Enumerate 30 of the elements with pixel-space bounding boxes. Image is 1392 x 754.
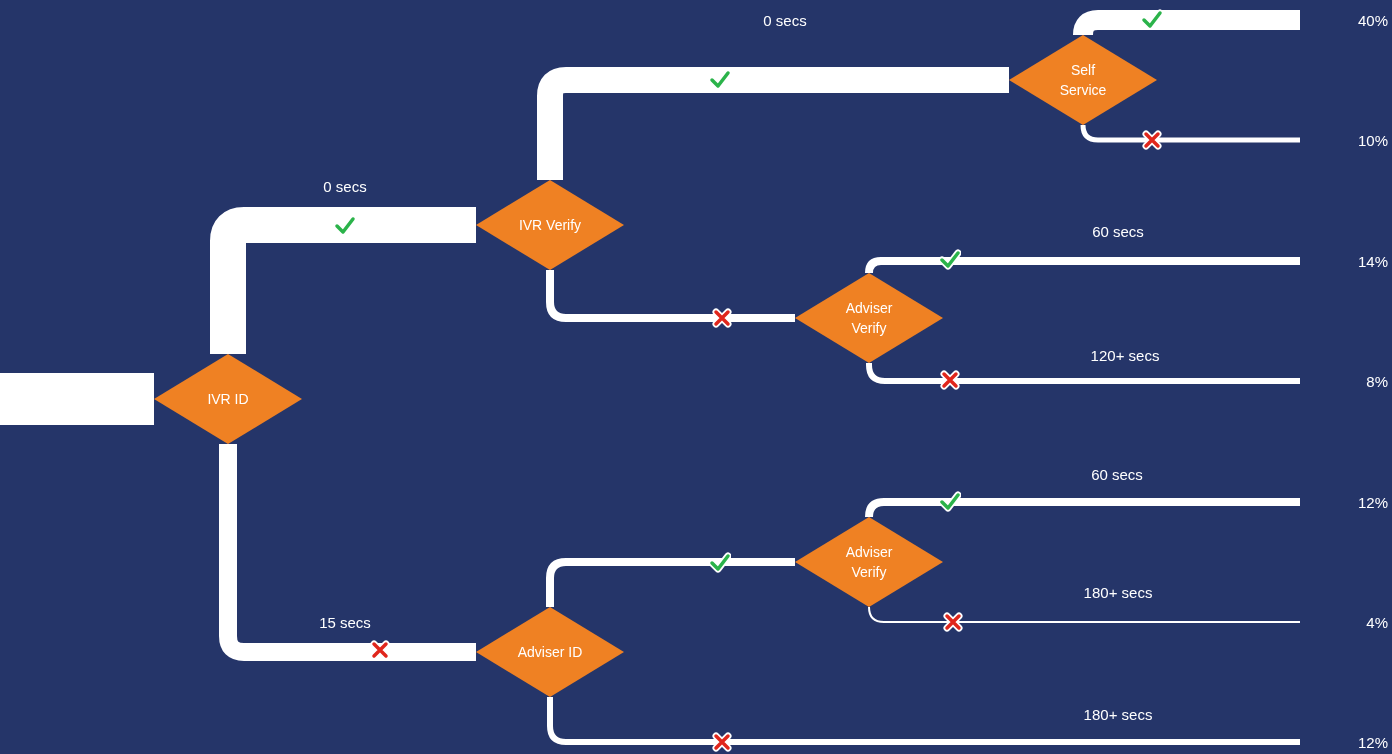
percentage-label: 14% bbox=[1357, 252, 1388, 270]
node-label: IVR Verify bbox=[517, 215, 583, 235]
edge-label: 180+ secs bbox=[1083, 583, 1153, 601]
connector-line bbox=[546, 558, 795, 607]
connector-line bbox=[0, 373, 154, 425]
node-label: Adviser Verify bbox=[844, 542, 894, 582]
edge-label: 0 secs bbox=[763, 11, 807, 29]
percentage-label: 12% bbox=[1357, 733, 1388, 751]
connector-line bbox=[866, 362, 1300, 384]
connector-line bbox=[546, 270, 795, 322]
edge-label: 15 secs bbox=[319, 613, 371, 631]
connector-line bbox=[537, 67, 1009, 180]
edge-label: 60 secs bbox=[1092, 222, 1144, 240]
connector-line bbox=[1080, 122, 1300, 143]
node-label: IVR ID bbox=[206, 389, 250, 409]
edge-label: 120+ secs bbox=[1090, 346, 1160, 364]
connector-line bbox=[210, 207, 476, 354]
percentage-label: 10% bbox=[1357, 131, 1388, 149]
edge-label: 60 secs bbox=[1091, 465, 1143, 483]
percentage-label: 4% bbox=[1366, 613, 1388, 631]
connector-line bbox=[219, 444, 476, 661]
node-label: Adviser ID bbox=[516, 642, 584, 662]
percentage-label: 40% bbox=[1357, 11, 1388, 29]
percentage-label: 8% bbox=[1366, 372, 1388, 390]
edge-label: 0 secs bbox=[323, 177, 367, 195]
connector-line bbox=[547, 697, 1300, 745]
node-label: Self Service bbox=[1058, 60, 1108, 100]
node-label: Adviser Verify bbox=[844, 298, 894, 338]
percentage-label: 12% bbox=[1357, 493, 1388, 511]
edge-label: 180+ secs bbox=[1083, 705, 1153, 723]
